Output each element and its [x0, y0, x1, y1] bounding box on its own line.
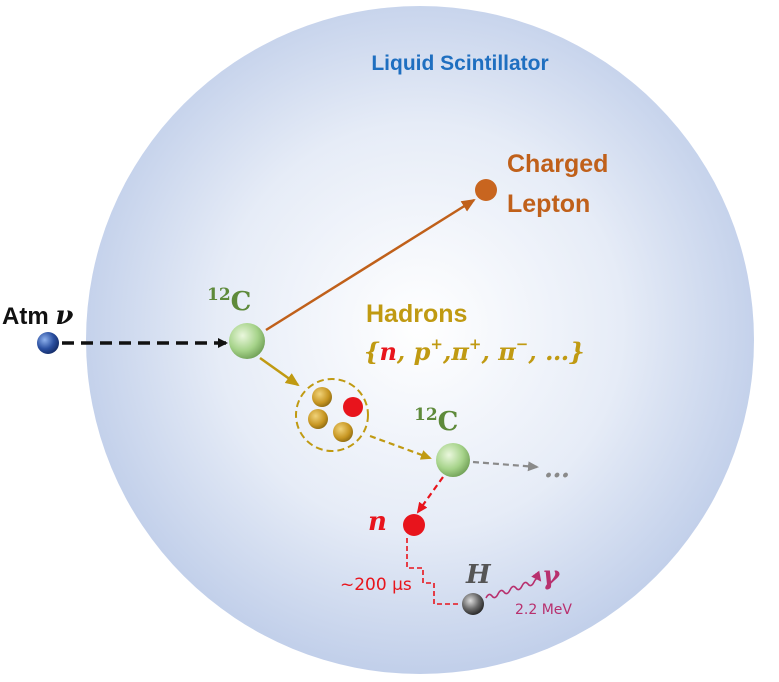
hadron-proton-charge: + [430, 335, 443, 353]
hadron-to-carbon-arrow [369, 434, 432, 460]
carbon-mass-secondary: 12 [414, 405, 438, 425]
carbon-nucleus-secondary [436, 443, 470, 477]
hadron-cluster [295, 378, 369, 452]
hadron-rest: , …} [527, 337, 584, 366]
hadron-emission-arrow [259, 356, 300, 387]
neutron-label: n [368, 507, 387, 537]
carbon-symbol-secondary: C [438, 407, 459, 437]
continuation-arrow [472, 460, 539, 472]
neutrino-label: Atm ν [2, 301, 73, 331]
hadron-pion-plus: π [450, 337, 469, 366]
hadron-sep-1: , [396, 337, 414, 366]
hadron-ball-3 [333, 422, 353, 442]
hydrogen-label: H [465, 560, 492, 590]
neutron-particle [403, 514, 425, 536]
charged-lepton-line1: Charged [507, 150, 608, 178]
neutron-capture-path [406, 538, 460, 605]
detector-sphere [86, 6, 754, 674]
carbon-label-secondary: 12C [414, 405, 458, 437]
hadron-ball-1 [312, 387, 332, 407]
hadrons-title: Hadrons [366, 300, 467, 328]
capture-time-label: ~200 μs [340, 575, 412, 595]
gamma-energy-label: 2.2 MeV [515, 602, 572, 618]
hadron-sep-3: , [480, 337, 498, 366]
carbon-symbol-primary: C [231, 287, 252, 317]
neutron-emission-arrow [416, 476, 444, 514]
hadron-pion-minus-charge: − [516, 335, 529, 353]
hadron-cluster-outline [295, 378, 369, 452]
lepton-track-arrow [265, 198, 476, 332]
hadron-pion-minus: π [497, 337, 516, 366]
hadrons-open: { [364, 337, 380, 366]
hadron-proton: p [414, 337, 431, 366]
hadron-ball-neutron [343, 397, 363, 417]
continuation-ellipsis: … [544, 454, 570, 484]
hadron-ball-2 [308, 409, 328, 429]
hadron-neutron: n [379, 337, 396, 366]
charged-lepton-label: Charged Lepton [507, 150, 615, 218]
charged-lepton-particle [475, 179, 497, 201]
hydrogen-atom [462, 593, 484, 615]
carbon-label-primary: 12C [207, 285, 251, 317]
neutrino-label-prefix: Atm [2, 303, 55, 330]
hadron-sep-2: , [442, 337, 451, 366]
gamma-wave-arrow [485, 570, 542, 599]
hadrons-list: {n, p+,π+, π−, …} [364, 335, 585, 366]
neutrino-particle [37, 332, 59, 354]
gamma-label: γ [542, 561, 561, 591]
detector-label: Liquid Scintillator [371, 52, 548, 75]
charged-lepton-line2: Lepton [507, 190, 590, 218]
carbon-nucleus-primary [229, 323, 265, 359]
neutrino-label-symbol: ν [55, 301, 73, 331]
carbon-mass-primary: 12 [207, 285, 231, 305]
hadron-pion-plus-charge: + [469, 335, 482, 353]
